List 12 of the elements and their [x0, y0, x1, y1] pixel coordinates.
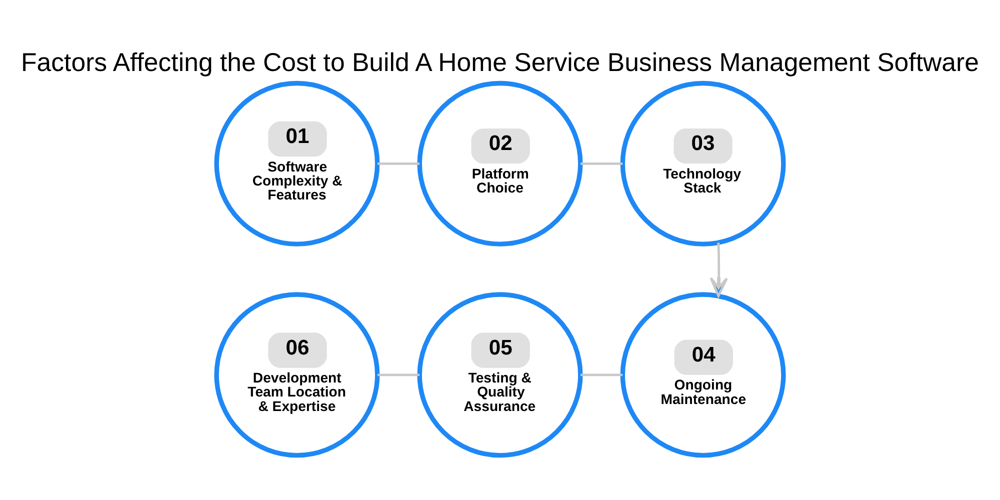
connector — [580, 373, 623, 376]
arrow — [710, 242, 728, 297]
node-circle: 05 Testing & Quality Assurance — [417, 292, 583, 458]
diagram-title: Factors Affecting the Cost to Build A Home Service Business Management Software — [21, 48, 979, 77]
connector — [377, 162, 420, 164]
connector — [377, 373, 420, 376]
node-circle: 04 Ongoing Maintenance — [620, 292, 786, 458]
node-circle: 02 Platform Choice — [417, 80, 583, 246]
node-circle: 03 Technology Stack — [620, 80, 786, 246]
node-circle: 01 Software Complexity & Features — [214, 80, 380, 246]
connector — [580, 162, 623, 164]
node-circle: 06 Development Team Location & Expertise — [214, 292, 380, 458]
